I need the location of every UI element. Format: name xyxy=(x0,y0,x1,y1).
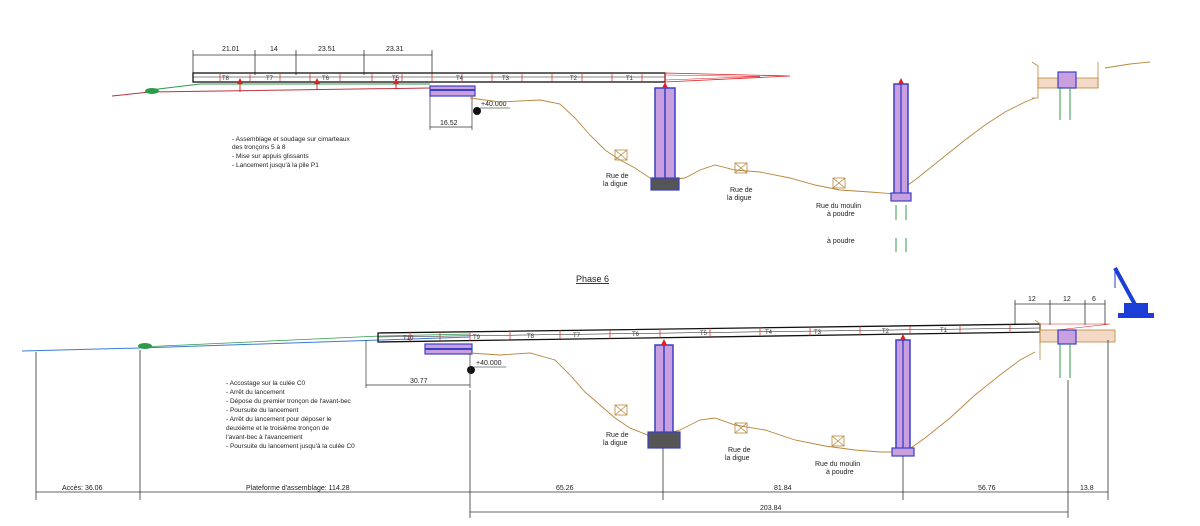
top-note-1: - Assemblage et soudage sur cimarteaux xyxy=(232,136,351,143)
bottom-street-2a: Rue de xyxy=(728,447,751,454)
top-elevation-marker xyxy=(473,107,481,115)
bottom-terrain xyxy=(469,351,1036,453)
bottom-dim-2: 12 xyxy=(1063,296,1071,303)
span-4: 13.8 xyxy=(1080,485,1094,492)
top-dim-3: 23.51 xyxy=(318,46,336,53)
span-access: Accès: 36.06 xyxy=(62,485,103,492)
top-segment-ticks xyxy=(219,73,643,82)
bottom-segment-T4: T4 xyxy=(765,330,773,336)
top-note-4: - Lancement jusqu'à la pile P1 xyxy=(232,162,319,169)
top-terrain-right xyxy=(1104,61,1151,69)
span-2: 81.84 xyxy=(774,485,792,492)
top-deck xyxy=(192,72,791,83)
bottom-abutment-c3 xyxy=(1034,319,1116,378)
bottom-ground-line xyxy=(21,336,471,352)
bottom-street-3b: à poudre xyxy=(826,469,854,476)
bottom-note-6: deuxième et le troisième tronçon de xyxy=(226,425,329,432)
top-street-2b: la digue xyxy=(727,195,752,202)
top-segment-T4: T4 xyxy=(456,76,464,82)
top-street-3b: à poudre xyxy=(827,211,855,218)
top-segment-T6: T6 xyxy=(322,76,330,82)
top-street-3a: Rue du moulin xyxy=(816,203,861,210)
top-slide-line xyxy=(149,83,430,91)
bottom-segment-T5: T5 xyxy=(700,331,708,337)
bottom-segment-T10: T10 xyxy=(403,336,414,342)
bottom-street-markers xyxy=(614,404,845,447)
bottom-ground-mound xyxy=(138,343,152,349)
top-street-markers xyxy=(614,149,846,189)
bottom-segment-T2: T2 xyxy=(882,329,890,335)
top-ground-mound xyxy=(145,88,159,94)
bottom-offset-dim xyxy=(365,340,471,388)
top-dim-4: 23.31 xyxy=(386,46,404,53)
top-abutment-c0 xyxy=(429,85,476,97)
bottom-segment-T3: T3 xyxy=(814,330,822,336)
bottom-deck xyxy=(377,323,1111,343)
bottom-note-5: - Arrêt du lancement pour déposer le xyxy=(226,416,332,423)
bottom-segment-T8: T8 xyxy=(527,334,535,340)
top-launch-supports xyxy=(237,78,399,92)
phase-title: Phase 6 xyxy=(576,274,609,284)
top-dim-2: 14 xyxy=(270,46,278,53)
top-segment-T1: T1 xyxy=(626,76,634,82)
top-segment-T7: T7 xyxy=(266,76,274,82)
bottom-pier-p1 xyxy=(647,339,681,449)
top-segment-T3: T3 xyxy=(502,76,510,82)
bottom-elevation: +40.000 xyxy=(476,360,502,367)
bottom-street-1b: la digue xyxy=(603,440,628,447)
bottom-segment-T1: T1 xyxy=(940,328,948,334)
span-1: 65.26 xyxy=(556,485,574,492)
bottom-dimension-chain xyxy=(1014,300,1106,325)
bottom-street-1a: Rue de xyxy=(606,432,629,439)
bottom-note-8: - Poursuite du lancement jusqu'à la culé… xyxy=(226,443,355,450)
bottom-note-1: - Accostage sur la culée C0 xyxy=(226,380,306,387)
bottom-span-dims xyxy=(35,340,1109,518)
bottom-elevation-marker xyxy=(467,366,475,374)
top-street-3c: à poudre xyxy=(827,238,855,245)
crane-icon xyxy=(1113,267,1154,318)
bottom-segment-T7: T7 xyxy=(573,333,581,339)
top-offset: 16.52 xyxy=(440,120,458,127)
top-phase: 21.01 14 23.51 23.31 T8 T7 T6 T5 xyxy=(111,46,1151,252)
top-street-1a: Rue de xyxy=(606,173,629,180)
top-dimension-chain xyxy=(192,50,433,75)
top-pier-p2 xyxy=(890,78,912,252)
top-abutment-c3 xyxy=(1031,61,1099,120)
bottom-segment-T9: T9 xyxy=(473,335,481,341)
bottom-note-3: - Dépose du premier tronçon de l'avant-b… xyxy=(226,398,352,405)
bottom-street-2b: la digue xyxy=(725,455,750,462)
top-elevation: +40.000 xyxy=(481,101,507,108)
bottom-pier-p2 xyxy=(891,334,915,457)
top-note-3: - Mise sur appuis glissants xyxy=(232,153,309,160)
top-street-1b: la digue xyxy=(603,181,628,188)
bottom-segment-T6: T6 xyxy=(632,332,640,338)
top-street-2a: Rue de xyxy=(730,187,753,194)
top-offset-dim xyxy=(429,96,473,130)
bottom-phase: 12 12 6 T10 T9 T8 T7 T6 T5 T4 T3 T2 T1 xyxy=(21,267,1154,518)
span-assembly-platform: Plateforme d'assemblage: 114.28 xyxy=(246,485,350,492)
bottom-note-7: l'avant-bec à l'avancement xyxy=(226,434,303,441)
bottom-dim-1: 12 xyxy=(1028,296,1036,303)
bottom-slide-line xyxy=(139,333,471,348)
top-segment-T2: T2 xyxy=(570,76,578,82)
top-note-2: des tronçons 5 à 8 xyxy=(232,144,286,151)
bottom-dim-3: 6 xyxy=(1092,296,1096,303)
top-terrain xyxy=(469,97,1036,195)
bottom-street-3a: Rue du moulin xyxy=(815,461,860,468)
bottom-note-2: - Arrêt du lancement xyxy=(226,389,285,396)
top-pier-p1 xyxy=(650,82,680,191)
bottom-segment-ticks xyxy=(409,324,1011,341)
top-segment-T8: T8 xyxy=(222,76,230,82)
bottom-offset: 30.77 xyxy=(410,378,428,385)
span-3: 56.76 xyxy=(978,485,996,492)
bottom-note-4: - Poursuite du lancement xyxy=(226,407,298,414)
top-dim-1: 21.01 xyxy=(222,46,240,53)
bottom-abutment-c0 xyxy=(424,343,473,355)
span-total: 203.84 xyxy=(760,505,782,512)
